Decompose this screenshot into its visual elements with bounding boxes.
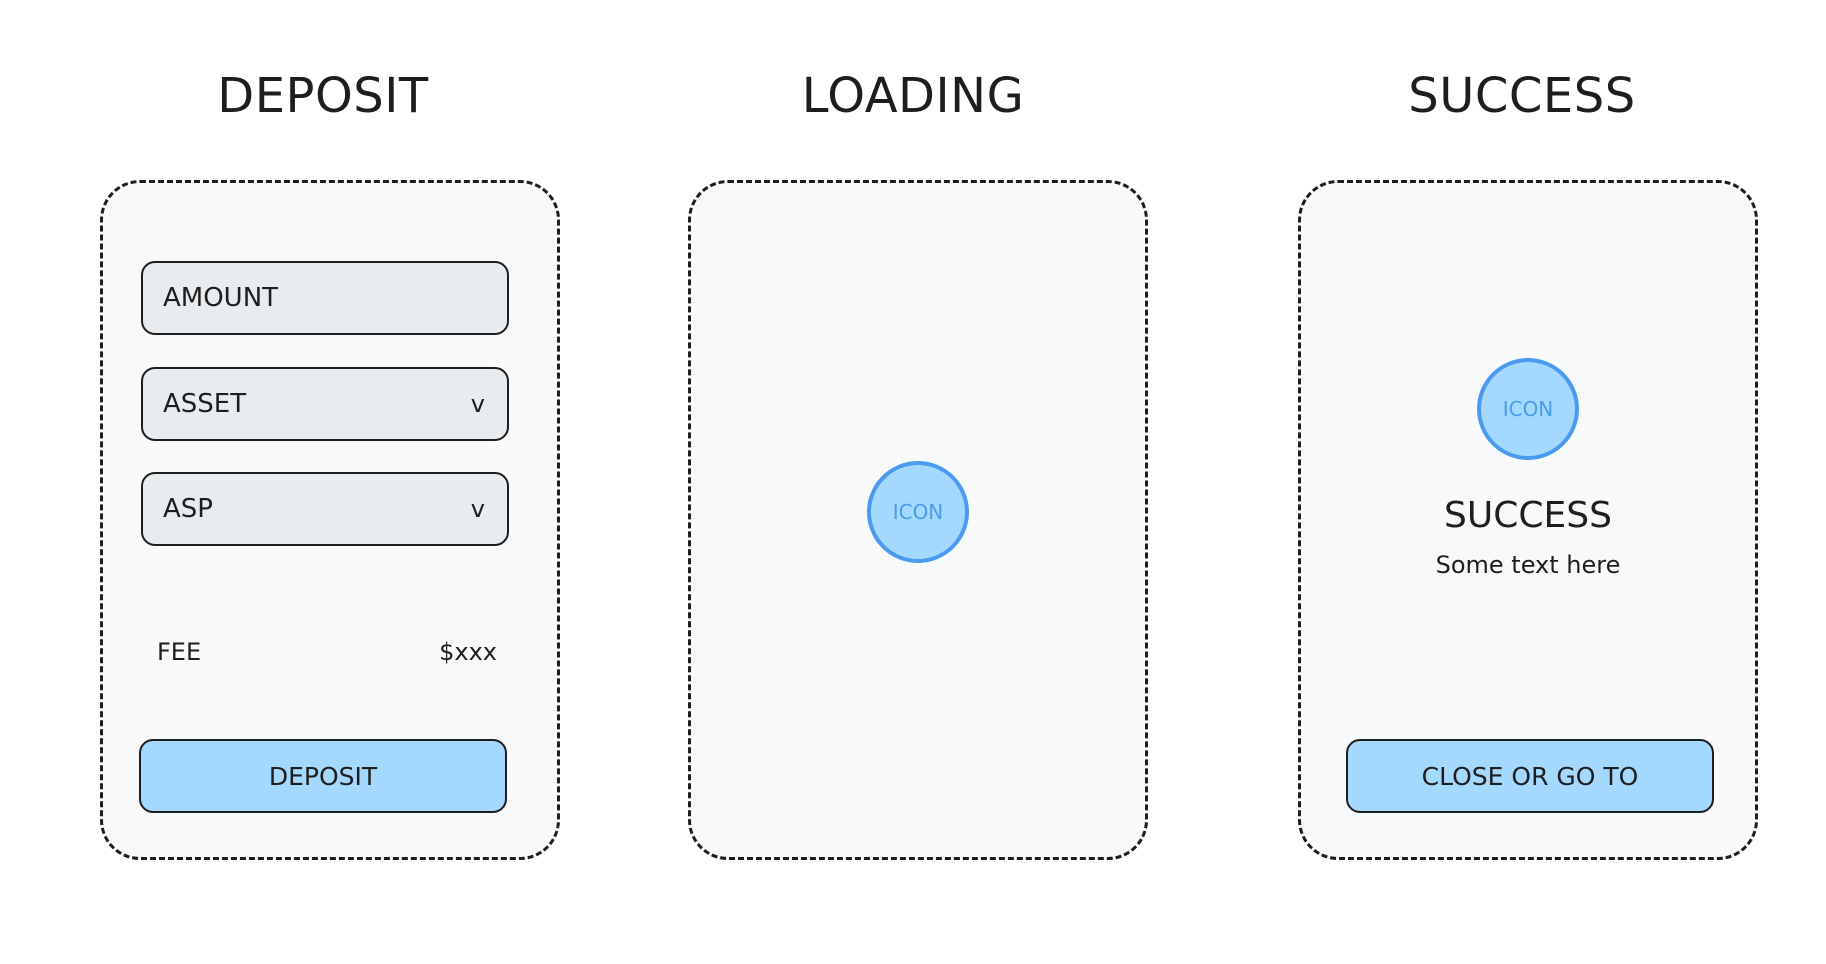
- amount-input[interactable]: AMOUNT: [141, 261, 509, 335]
- deposit-button[interactable]: DEPOSIT: [139, 739, 507, 813]
- amount-input-label: AMOUNT: [163, 283, 279, 313]
- asset-select-label: ASSET: [163, 389, 247, 419]
- loading-screen-title: LOADING: [801, 68, 1025, 124]
- fee-label: FEE: [157, 638, 202, 666]
- asp-select[interactable]: ASP v: [141, 472, 509, 546]
- success-check-icon: ICON: [1477, 358, 1579, 460]
- deposit-screen-frame: AMOUNT ASSET v ASP v FEE $xxx DEPOSIT: [100, 180, 560, 860]
- chevron-down-icon: v: [470, 390, 485, 418]
- deposit-screen-title: DEPOSIT: [217, 68, 429, 124]
- success-screen-title: SUCCESS: [1408, 68, 1636, 124]
- asset-select[interactable]: ASSET v: [141, 367, 509, 441]
- close-button[interactable]: CLOSE OR GO TO: [1346, 739, 1714, 813]
- success-heading: SUCCESS: [1444, 495, 1612, 536]
- chevron-down-icon: v: [470, 495, 485, 523]
- loading-spinner-icon: ICON: [867, 461, 969, 563]
- success-message: Some text here: [1435, 551, 1621, 579]
- asp-select-label: ASP: [163, 494, 213, 524]
- loading-screen-frame: ICON: [688, 180, 1148, 860]
- fee-value: $xxx: [439, 638, 497, 666]
- success-screen-frame: ICON SUCCESS Some text here CLOSE OR GO …: [1298, 180, 1758, 860]
